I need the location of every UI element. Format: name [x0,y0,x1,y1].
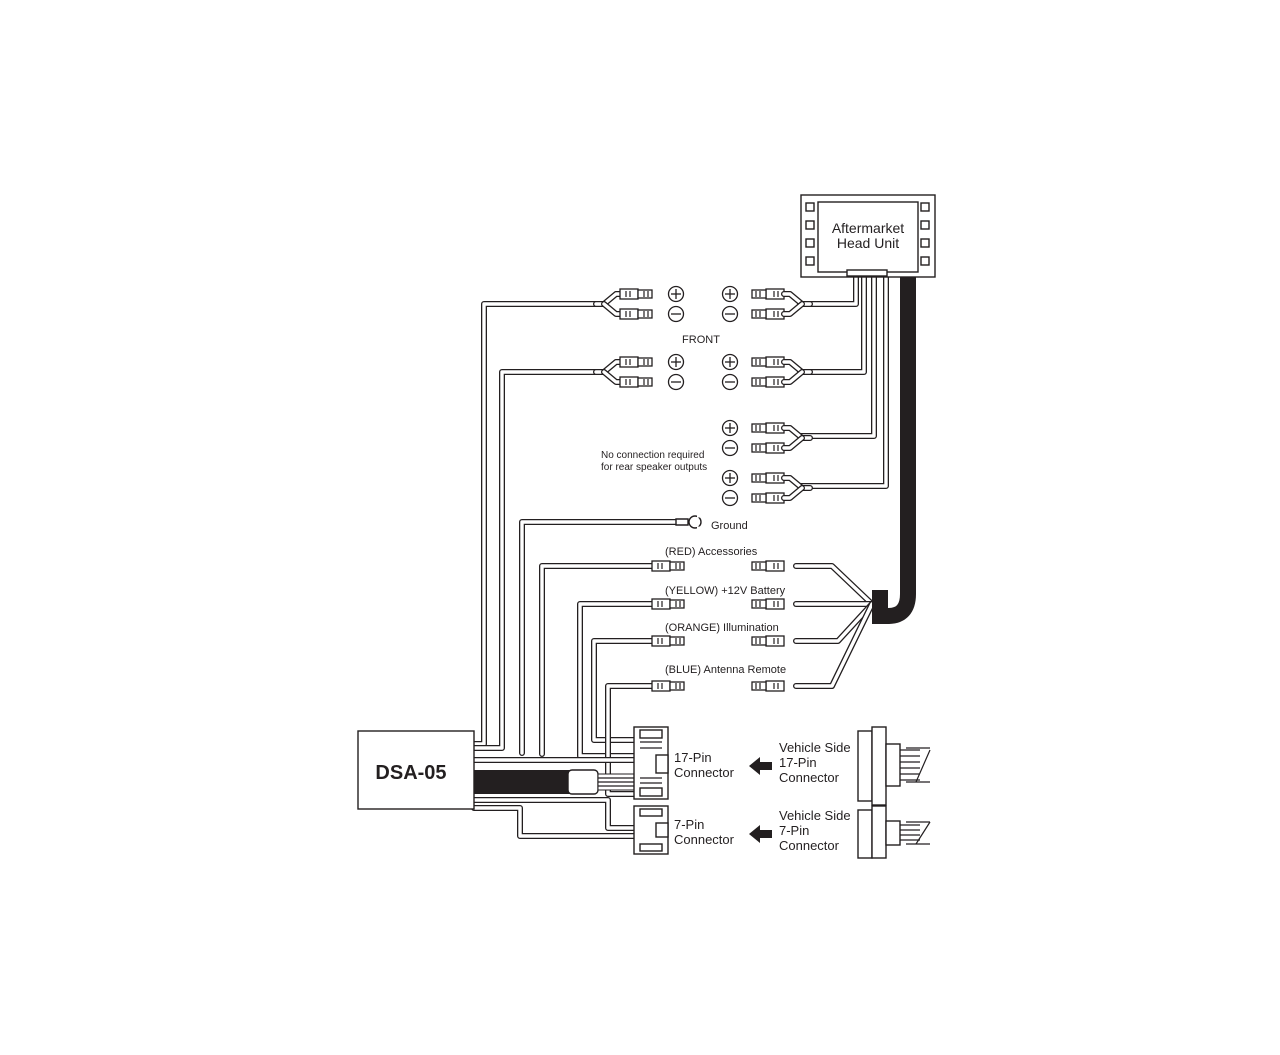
front-label: FRONT [682,334,720,346]
wire-harness [471,273,889,839]
spade-connector [751,472,785,484]
connector-7pin [633,805,669,855]
spade-connector [619,356,653,368]
head-unit-tabs [805,202,930,266]
power-connector-pair [651,635,785,647]
pin17-label-1: 17-Pin [674,750,712,765]
power-connectors [651,560,785,692]
wire-front-left [471,301,599,747]
wire-illumination [591,638,655,743]
rear-note-line-2: for rear speaker outputs [601,462,707,473]
vehicle17-label-2: 17-Pin [779,755,817,770]
vehicle7-label-3: Connector [779,838,840,853]
plus-circle-icon [721,353,739,371]
arrow-left-icon [749,825,772,843]
spade-connector [619,376,653,388]
head-unit-label-1: Aftermarket [832,220,904,236]
spade-connector [751,598,785,610]
pin17-label-2: Connector [674,765,735,780]
plus-circle-icon [667,353,685,371]
spade-connector [751,560,785,572]
spade-connector [751,422,785,434]
minus-circle-icon [667,373,685,391]
polarity-icons [667,285,739,507]
minus-circle-icon [721,439,739,457]
power-connector-pair [651,560,785,572]
power-connector-pair [651,598,785,610]
power-connector-pair [651,680,785,692]
antenna-label: (BLUE) Antenna Remote [665,664,786,676]
wire-rear-out-1 [797,273,877,439]
spade-connector [751,308,785,320]
vehicle17-label-3: Connector [779,770,840,785]
head-unit: Aftermarket Head Unit [800,194,936,278]
plus-circle-icon [667,285,685,303]
rear-note-line-1: No connection required [601,450,704,461]
illumination-label: (ORANGE) Illumination [665,622,779,634]
speaker-pair-right [751,472,813,504]
arrow-left-icon [749,757,772,775]
plus-circle-icon [721,285,739,303]
pin7-label-1: 7-Pin [674,817,704,832]
vehicle7-label-2: 7-Pin [779,823,809,838]
accessories-label: (RED) Accessories [665,546,758,558]
spade-connector [751,442,785,454]
minus-circle-icon [721,489,739,507]
spade-connector [619,308,653,320]
wire-rear-right [797,273,867,375]
spade-connector [751,376,785,388]
vehicle7-label-1: Vehicle Side [779,808,851,823]
spade-connector [751,356,785,368]
speaker-pair-right [751,422,813,454]
ring-terminal-icon [675,514,703,530]
spade-connector [619,288,653,300]
wire-antenna [605,683,655,797]
connector-17pin [633,726,669,800]
wire-ground [519,519,681,756]
bundle-17pin [474,769,635,795]
spade-connector [751,680,785,692]
speaker-pair-left [593,356,653,388]
spade-connector [751,492,785,504]
plus-circle-icon [721,419,739,437]
speaker-pair-left [593,288,653,320]
speaker-connectors [593,288,813,504]
spade-connector [651,598,685,610]
minus-circle-icon [721,373,739,391]
wire-front-right [797,273,859,307]
wire-power-fanout [793,563,875,689]
minus-circle-icon [721,305,739,323]
vehicle17-label-1: Vehicle Side [779,740,851,755]
minus-circle-icon [667,305,685,323]
dsa05-module: DSA-05 [357,730,475,810]
head-unit-label-2: Head Unit [837,235,899,251]
wire-rear-out-2 [797,273,889,489]
wire-7pin-link [471,797,637,831]
spade-connector [751,635,785,647]
spade-connector [751,288,785,300]
thick-cable [872,276,916,624]
speaker-pair-right [751,356,813,388]
spade-connector [651,560,685,572]
vehicle-plug-7pin [857,805,931,859]
vehicle-plug-17pin [857,726,931,806]
plus-circle-icon [721,469,739,487]
module-label: DSA-05 [375,762,446,784]
battery-label: (YELLOW) +12V Battery [665,585,786,597]
wire-rear-left [471,369,599,751]
spade-connector [651,680,685,692]
spade-connector [651,635,685,647]
wire-accessories [539,563,655,757]
speaker-pair-right [751,288,813,320]
pin7-label-2: Connector [674,832,735,847]
ground-label: Ground [711,520,748,532]
wire-7pin-loop [471,805,637,839]
